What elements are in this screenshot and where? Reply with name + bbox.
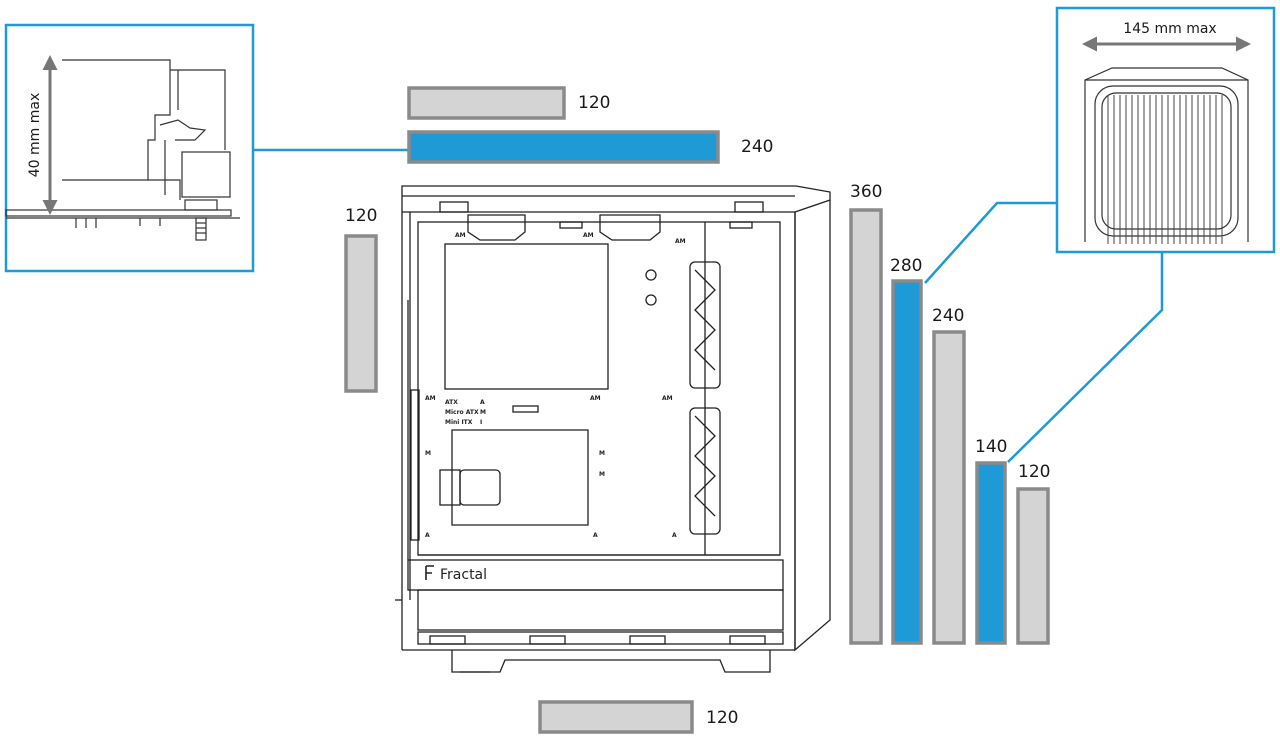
radiator-drawing — [1084, 67, 1249, 242]
label-front-240: 240 — [932, 306, 964, 326]
top-fan-2 — [599, 214, 661, 241]
radiator-front-240 — [932, 330, 966, 645]
board-col-i: I — [480, 419, 482, 426]
psu-cutout — [451, 429, 589, 526]
radiator-front-140 — [975, 461, 1007, 645]
mount-am-1: AM — [455, 232, 466, 239]
left-inset-dimension: 40 mm max — [27, 93, 43, 178]
case-labels: ATX Micro ATX Mini ITX A M I AM AM AM AM… — [425, 232, 686, 583]
label-rear-120: 120 — [345, 206, 377, 226]
label-front-140: 140 — [975, 437, 1007, 457]
front-panel — [794, 200, 831, 652]
board-label-atx: ATX — [445, 399, 458, 406]
radiator-top-120 — [407, 86, 566, 120]
radiator-front-280 — [891, 279, 923, 645]
radiator-front-360 — [849, 208, 883, 645]
label-front-120: 120 — [1018, 462, 1050, 482]
fractal-logo: Fractal — [425, 565, 487, 583]
mount-am-3: AM — [675, 238, 686, 245]
label-bottom-120: 120 — [706, 708, 738, 728]
right-inset-connector-140 — [1007, 252, 1164, 463]
radiator-bottom-120 — [538, 700, 694, 734]
mount-a-3: A — [672, 532, 677, 539]
board-label-micro-atx: Micro ATX — [445, 409, 479, 416]
top-fan-1 — [467, 214, 526, 241]
right-inset-dimension: 145 mm max — [1123, 21, 1216, 37]
label-top-240: 240 — [741, 137, 773, 157]
radiator-rear-120 — [344, 234, 378, 393]
mount-a-2: A — [593, 532, 598, 539]
board-col-m: M — [480, 409, 486, 416]
mount-m-3: M — [599, 471, 605, 478]
radiator-top-240 — [407, 130, 720, 164]
mount-a-1: A — [425, 532, 430, 539]
fractal-logo-mark — [425, 565, 434, 580]
top-clearance-drawing — [5, 59, 240, 241]
cpu-cutout — [444, 243, 609, 390]
mount-am-6: AM — [662, 395, 673, 402]
case-feet — [451, 650, 771, 673]
mount-am-4: AM — [425, 395, 436, 402]
mount-m-2: M — [599, 450, 605, 457]
mount-m-1: M — [425, 450, 431, 457]
radiator-front-120 — [1016, 487, 1050, 645]
label-front-360: 360 — [850, 182, 882, 202]
board-col-a: A — [480, 399, 485, 406]
label-front-280: 280 — [890, 256, 922, 276]
right-inset: 145 mm max — [924, 6, 1276, 463]
mount-am-2: AM — [583, 232, 594, 239]
left-inset: 40 mm max — [4, 23, 408, 273]
brand-name: Fractal — [440, 567, 487, 583]
radiator-fins — [1107, 95, 1223, 244]
right-inset-connector-280 — [924, 201, 1057, 284]
case-drawing — [395, 185, 831, 673]
mount-am-5: AM — [590, 395, 601, 402]
left-inset-frame — [4, 23, 255, 273]
board-label-mini-itx: Mini ITX — [445, 419, 473, 426]
label-top-120: 120 — [578, 93, 610, 113]
